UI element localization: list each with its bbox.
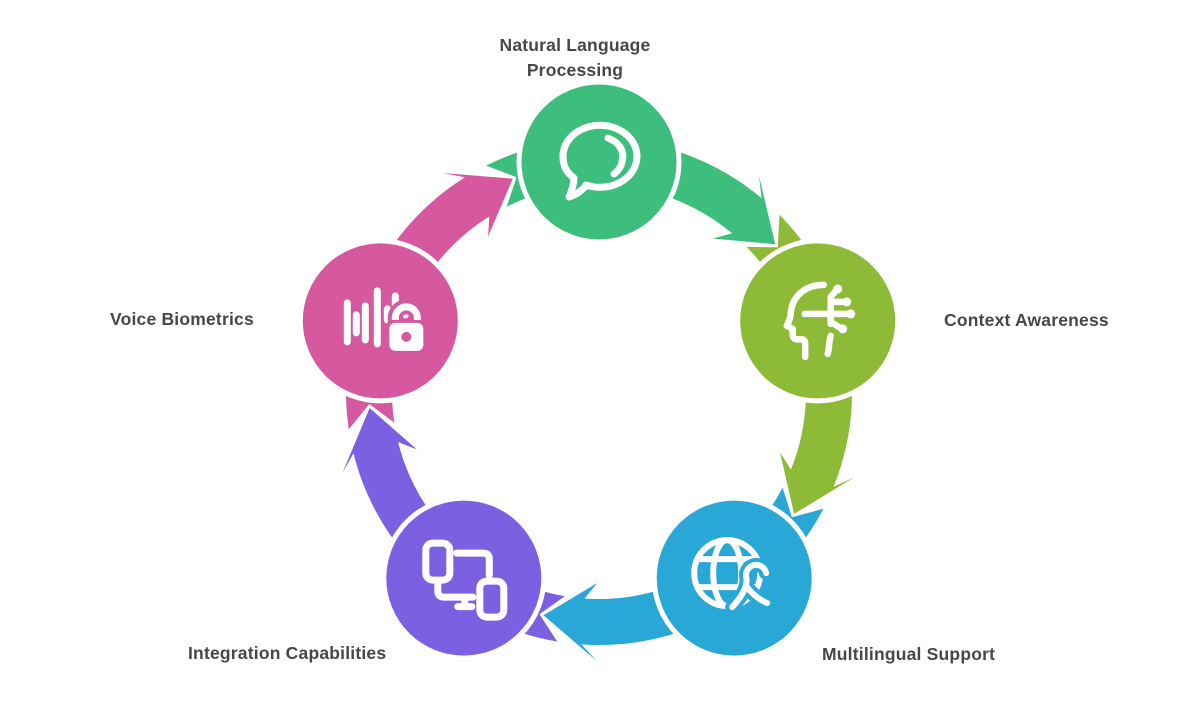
- node-circle-multilingual-support: [651, 495, 817, 661]
- speech-bubble-icon: [559, 121, 641, 201]
- globe-language-icon: [691, 537, 775, 615]
- node-circle-context-awareness: [735, 238, 901, 404]
- node-circle-integration-capabilities: [381, 495, 547, 661]
- label-multilingual-support: Multilingual Support: [822, 644, 996, 664]
- connected-devices-icon: [422, 539, 508, 621]
- label-voice-biometrics: Voice Biometrics: [110, 309, 254, 329]
- head-circuit-icon: [783, 281, 856, 361]
- label-natural-language-processing: Natural Language Processing: [499, 35, 651, 80]
- node-circle-natural-language-processing: [516, 79, 682, 245]
- label-context-awareness: Context Awareness: [944, 310, 1109, 330]
- waveform-lock-icon: [343, 287, 427, 354]
- label-integration-capabilities: Integration Capabilities: [188, 643, 387, 663]
